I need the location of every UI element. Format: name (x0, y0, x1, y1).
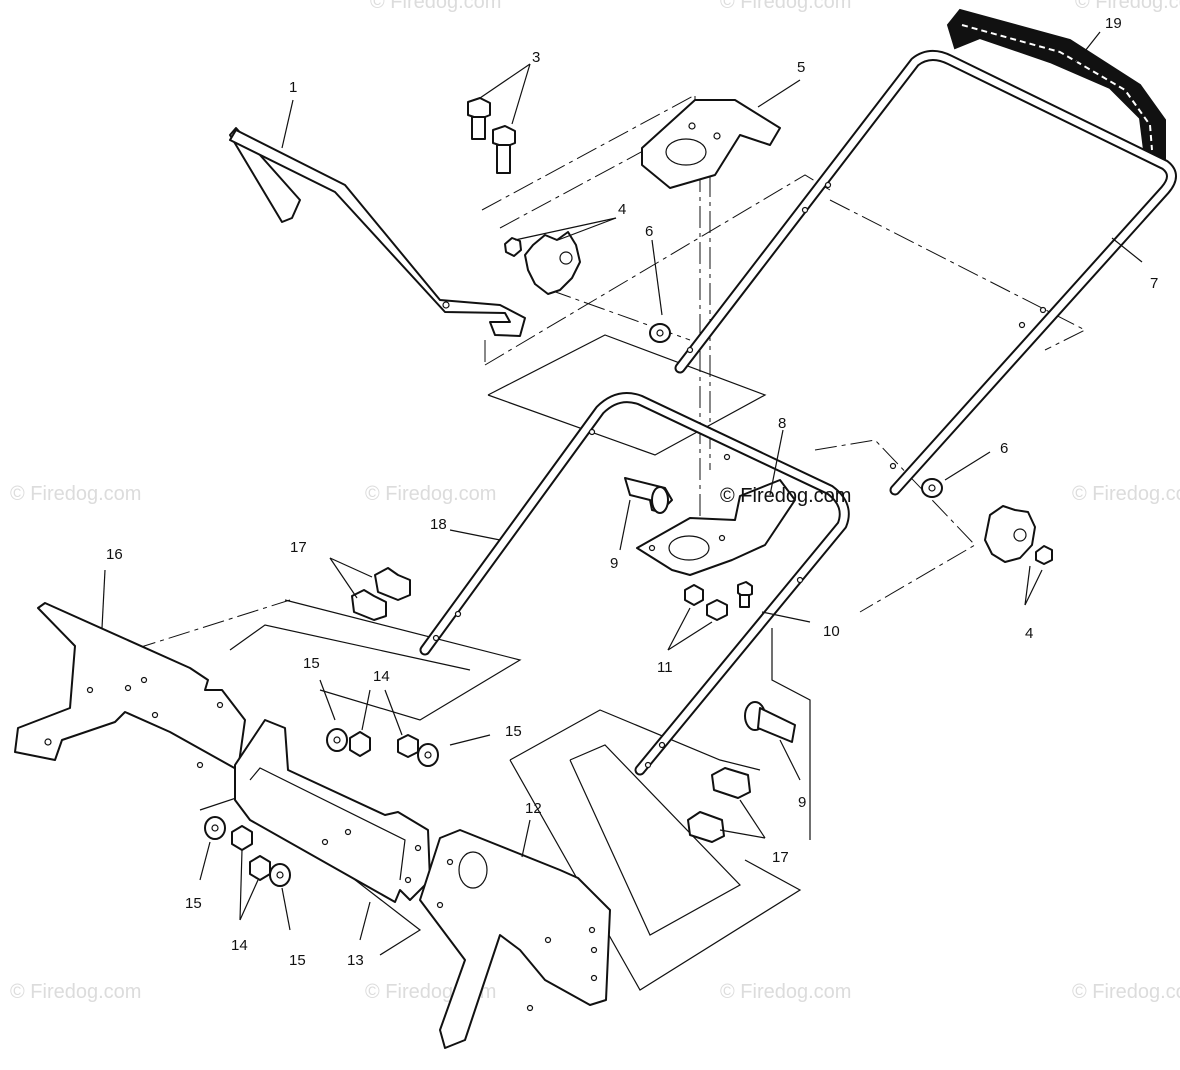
washer-part-15-a (326, 728, 348, 752)
bolts-part-17-right (687, 767, 751, 843)
knob-part-4-right (984, 505, 1053, 565)
carriage-bolt-part-9-top (624, 477, 673, 514)
callout-8: 8 (778, 415, 786, 432)
callout-15-b: 15 (505, 723, 522, 740)
callout-14-bottom: 14 (231, 937, 248, 954)
callout-4-top: 4 (618, 201, 626, 218)
nut-part-14-d (249, 855, 271, 881)
washer-part-6-right (921, 478, 943, 498)
watermark-bottom-4: © Firedog.com (1072, 981, 1180, 1003)
watermark-bottom-3: © Firedog.com (720, 981, 851, 1003)
center-watermark: © Firedog.com (720, 485, 851, 507)
washer-part-15-d (269, 863, 291, 887)
callout-6-right: 6 (1000, 440, 1008, 457)
upper-handle-part-7 (674, 50, 1177, 496)
watermark-top-3: © Firedog.com (1075, 0, 1180, 13)
callout-7: 7 (1150, 275, 1158, 292)
callout-17-right: 17 (772, 849, 789, 866)
bracket-part-8 (636, 479, 796, 576)
watermark-layer: © Firedog.com © Firedog.com © Firedog.co… (10, 0, 1180, 1003)
assembly-lines (99, 94, 1087, 991)
clamp-part-5 (641, 99, 781, 189)
callout-10: 10 (823, 623, 840, 640)
callout-12: 12 (525, 800, 542, 817)
carriage-bolt-part-9-bottom (744, 701, 796, 743)
callout-16: 16 (106, 546, 123, 563)
bolts-part-3 (467, 97, 516, 174)
callout-1: 1 (289, 79, 297, 96)
callout-6-top: 6 (645, 223, 653, 240)
watermark-mid-2: © Firedog.com (365, 483, 496, 505)
bracket-part-12 (419, 829, 611, 1049)
nut-part-14-c (231, 825, 253, 851)
callout-9-top: 9 (610, 555, 618, 572)
callout-11: 11 (657, 659, 673, 676)
callout-9-bottom: 9 (798, 794, 806, 811)
callout-18: 18 (430, 516, 447, 533)
screw-part-10 (737, 581, 753, 608)
bolts-part-17-left (351, 567, 411, 621)
knob-part-4-top (504, 231, 581, 295)
callout-19: 19 (1105, 15, 1122, 32)
watermark-bottom-1: © Firedog.com (10, 981, 141, 1003)
bracket-part-13 (234, 719, 431, 903)
callout-labels: 1 3 4 4 5 6 6 7 8 9 9 10 11 12 13 14 14 … (106, 15, 1158, 969)
washer-part-6-top (649, 323, 671, 343)
watermark-top-1: © Firedog.com (370, 0, 501, 13)
grip-part-19 (946, 8, 1166, 162)
nut-part-14-a (349, 731, 371, 757)
callout-15-d: 15 (289, 952, 306, 969)
washer-part-15-c (204, 816, 226, 840)
callout-5: 5 (797, 59, 805, 76)
lower-handle-part-18 (419, 392, 850, 776)
leader-lines (101, 31, 1143, 941)
shift-rod-part-1 (229, 127, 526, 337)
callout-3: 3 (532, 49, 540, 66)
nuts-part-11 (684, 584, 728, 621)
bracket-part-16 (14, 602, 246, 771)
watermark-mid-3: © Firedog.com (1072, 483, 1180, 505)
callout-13: 13 (347, 952, 364, 969)
nut-part-14-b (397, 734, 419, 758)
watermark-mid-1: © Firedog.com (10, 483, 141, 505)
watermark-top-2: © Firedog.com (720, 0, 851, 13)
callout-14-top: 14 (373, 668, 390, 685)
callout-17-left: 17 (290, 539, 307, 556)
callout-4-right: 4 (1025, 625, 1033, 642)
callout-15-c: 15 (185, 895, 202, 912)
callout-15-a: 15 (303, 655, 320, 672)
washer-part-15-b (417, 743, 439, 767)
